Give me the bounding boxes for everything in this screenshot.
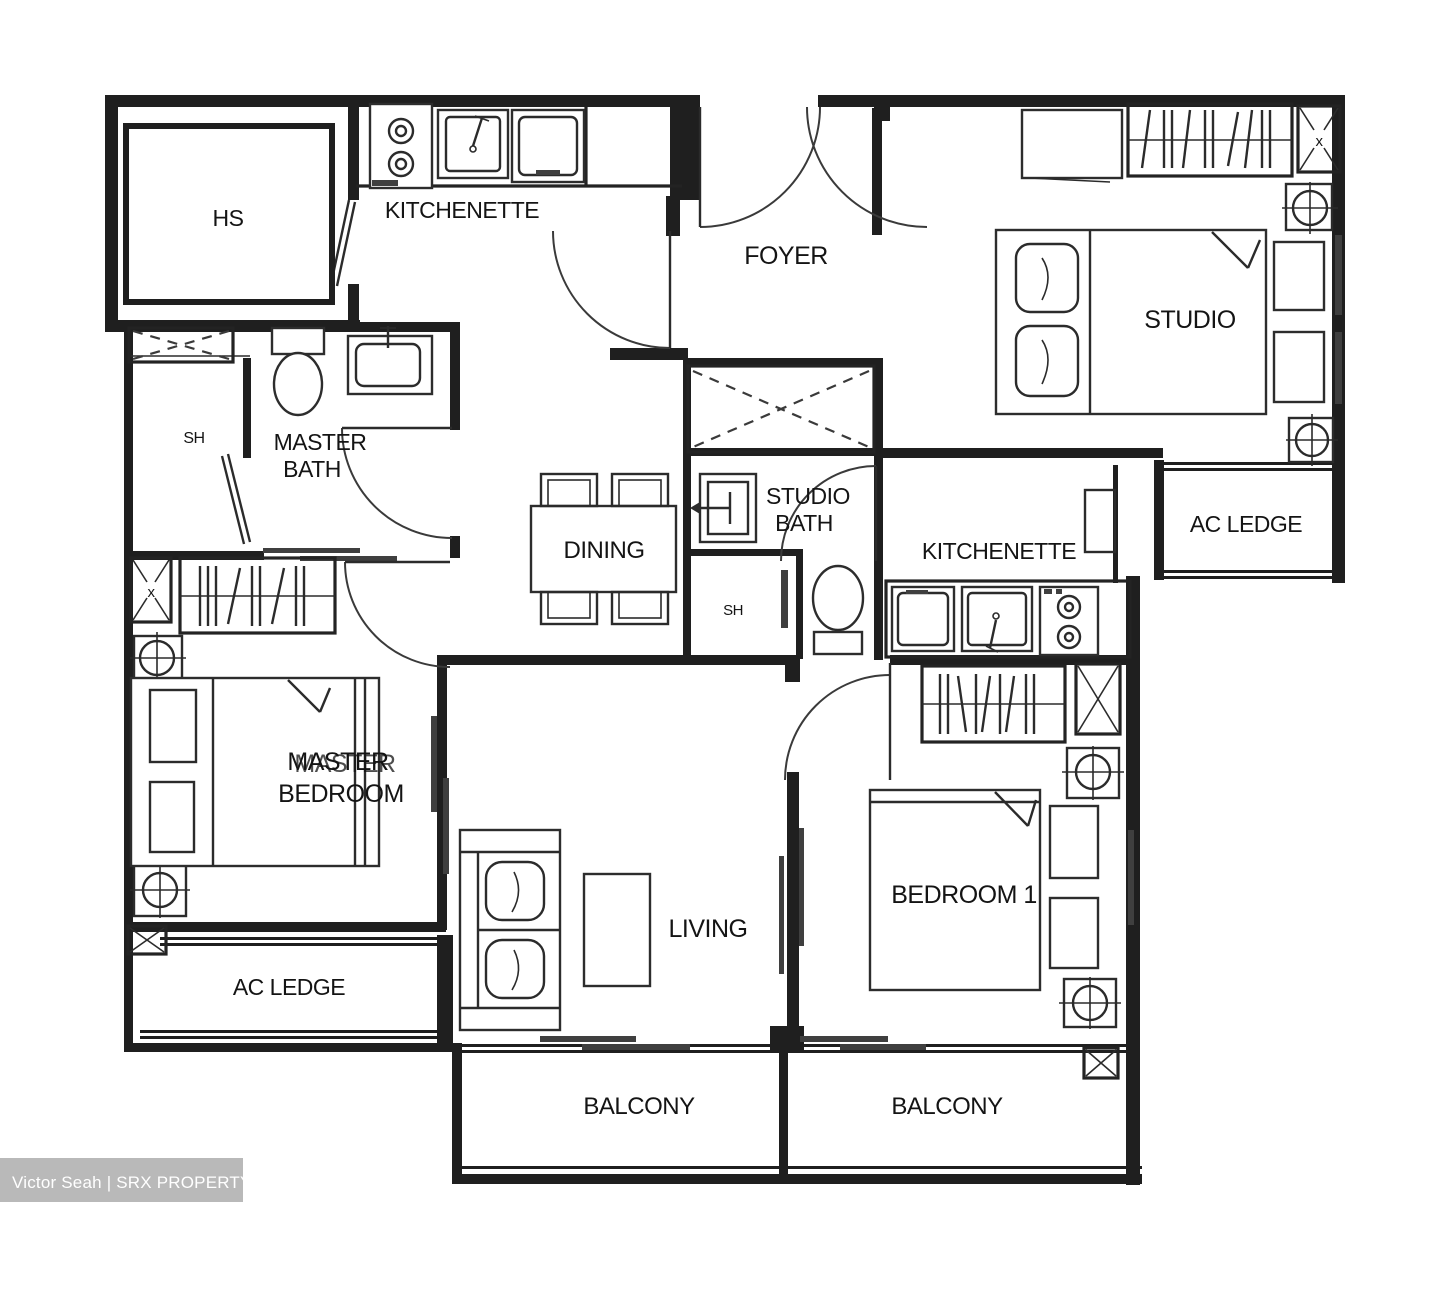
linen-box (127, 326, 235, 364)
watermark: Victor Seah | SRX PROPERTY (0, 1158, 252, 1202)
bedroom1-bed-icon (868, 788, 1100, 992)
living-furniture (458, 828, 652, 1032)
studio-bed-icon (994, 228, 1326, 416)
dining-chair-icon (539, 590, 599, 626)
dining-chair-icon (610, 472, 670, 508)
bedroom1-furniture (868, 664, 1100, 992)
watermark-background (0, 1158, 243, 1202)
washbasin-icon (346, 326, 434, 396)
studio-wardrobe-icon (1126, 102, 1294, 178)
studio-room-furniture (994, 102, 1326, 416)
dining-table-icon (529, 504, 678, 594)
x-mark: x (1316, 133, 1324, 150)
watermark-text: Victor Seah | SRX PROPERTY (12, 1173, 252, 1192)
room-label-ac-ledge-bottom: AC LEDGE (233, 974, 345, 1000)
x-box-bottom-right (1082, 1046, 1120, 1080)
column-studio-top (1282, 182, 1338, 234)
master-bed-icon (129, 676, 381, 868)
ac-unit-bedroom1 (1074, 662, 1122, 736)
toilet-icon (811, 564, 865, 656)
dining-chair-icon (539, 472, 599, 508)
room-label-sh-master: SH (183, 430, 204, 447)
column-left-low (130, 862, 190, 918)
room-label-balcony-left: BALCONY (583, 1093, 695, 1120)
room-label-hs: HS (213, 205, 244, 231)
ac-unit-top-right: x (1296, 104, 1342, 174)
window-slider-panels (263, 235, 1342, 1050)
column-markers (130, 182, 1338, 1029)
room-label-master-bath-1: MASTER (274, 429, 367, 455)
studio-cabinet-icon (1020, 108, 1124, 183)
column-bedroom1-top (1062, 746, 1124, 800)
room-label-studio-bath-2: BATH (775, 510, 833, 536)
sofa-icon (458, 828, 562, 1032)
room-label-studio-bath-1: STUDIO (766, 483, 850, 509)
room-label-foyer: FOYER (744, 242, 828, 270)
room-labels: HS KITCHENETTE FOYER STUDIO MASTER BATH … (183, 197, 1302, 1120)
room-label-bedroom-1: BEDROOM 1 (891, 881, 1037, 909)
stove-icon (368, 102, 434, 190)
room-label-master-bedroom-ghost: MASTER (294, 750, 395, 778)
studio-bath-fixtures (690, 472, 865, 656)
dining-set (529, 472, 678, 626)
oven-icon (510, 108, 586, 184)
foyer-closet (686, 364, 876, 454)
kitchenette-studio-fixtures (884, 488, 1132, 659)
room-label-sh-studio: SH (723, 602, 743, 619)
kitchenette-top-fixtures (356, 102, 682, 190)
room-label-balcony-right: BALCONY (891, 1093, 1003, 1120)
x-box-bottom-left (126, 924, 168, 956)
nightstand-icon (1048, 804, 1100, 880)
sink-icon (436, 108, 510, 180)
stove-icon (1038, 585, 1100, 657)
ac-unit-left: x (129, 556, 173, 624)
counter-return (1083, 488, 1117, 554)
column-bedroom1-bottom (1059, 977, 1121, 1029)
room-label-ac-ledge-right: AC LEDGE (1190, 511, 1302, 537)
dashed-storage-boxes (127, 326, 876, 454)
master-bedroom-door-arc (344, 561, 451, 668)
shower-screen (781, 570, 788, 628)
dining-door-arc (552, 230, 671, 349)
nightstand-icon (1272, 330, 1326, 404)
master-bedroom-furniture (129, 556, 381, 868)
dining-chair-icon (610, 590, 670, 626)
sink-icon (960, 585, 1034, 653)
room-label-master-bath-2: BATH (283, 456, 341, 482)
doors (220, 106, 928, 781)
room-label-master-bedroom-2: BEDROOM (278, 780, 404, 808)
master-bath-door-arc (341, 427, 453, 539)
nightstand-icon (1048, 896, 1100, 970)
ac-x-boxes: x x (126, 104, 1342, 1080)
master-bath-fixtures (270, 326, 434, 417)
coffee-table-icon (582, 872, 652, 988)
room-label-kitchenette-top: KITCHENETTE (385, 197, 539, 223)
nightstand-icon (1272, 240, 1326, 312)
foyer-door-arc (806, 106, 928, 228)
studio-bath-door-arc (780, 465, 877, 562)
hs-shelter (123, 123, 335, 305)
thin-lines (128, 355, 1332, 1169)
bedroom1-wardrobe-icon (920, 664, 1067, 744)
room-label-kitchenette-studio: KITCHENETTE (922, 538, 1076, 564)
entry-door-arc (699, 106, 821, 228)
x-mark: x (148, 584, 156, 601)
column-studio-bottom (1286, 414, 1338, 466)
shower-door-leaf (220, 455, 246, 545)
vanity-mirror-icon (690, 472, 758, 544)
master-wardrobe-icon (178, 556, 337, 635)
bedroom1-door-arc (784, 674, 891, 781)
toilet-icon (270, 326, 326, 417)
room-label-studio: STUDIO (1144, 306, 1236, 334)
fridge-icon (890, 585, 956, 653)
room-label-dining: DINING (564, 537, 645, 564)
room-label-living: LIVING (669, 915, 748, 943)
room-label-master-bedroom-1: MASTER (287, 748, 388, 776)
column-left-mid (130, 632, 186, 686)
